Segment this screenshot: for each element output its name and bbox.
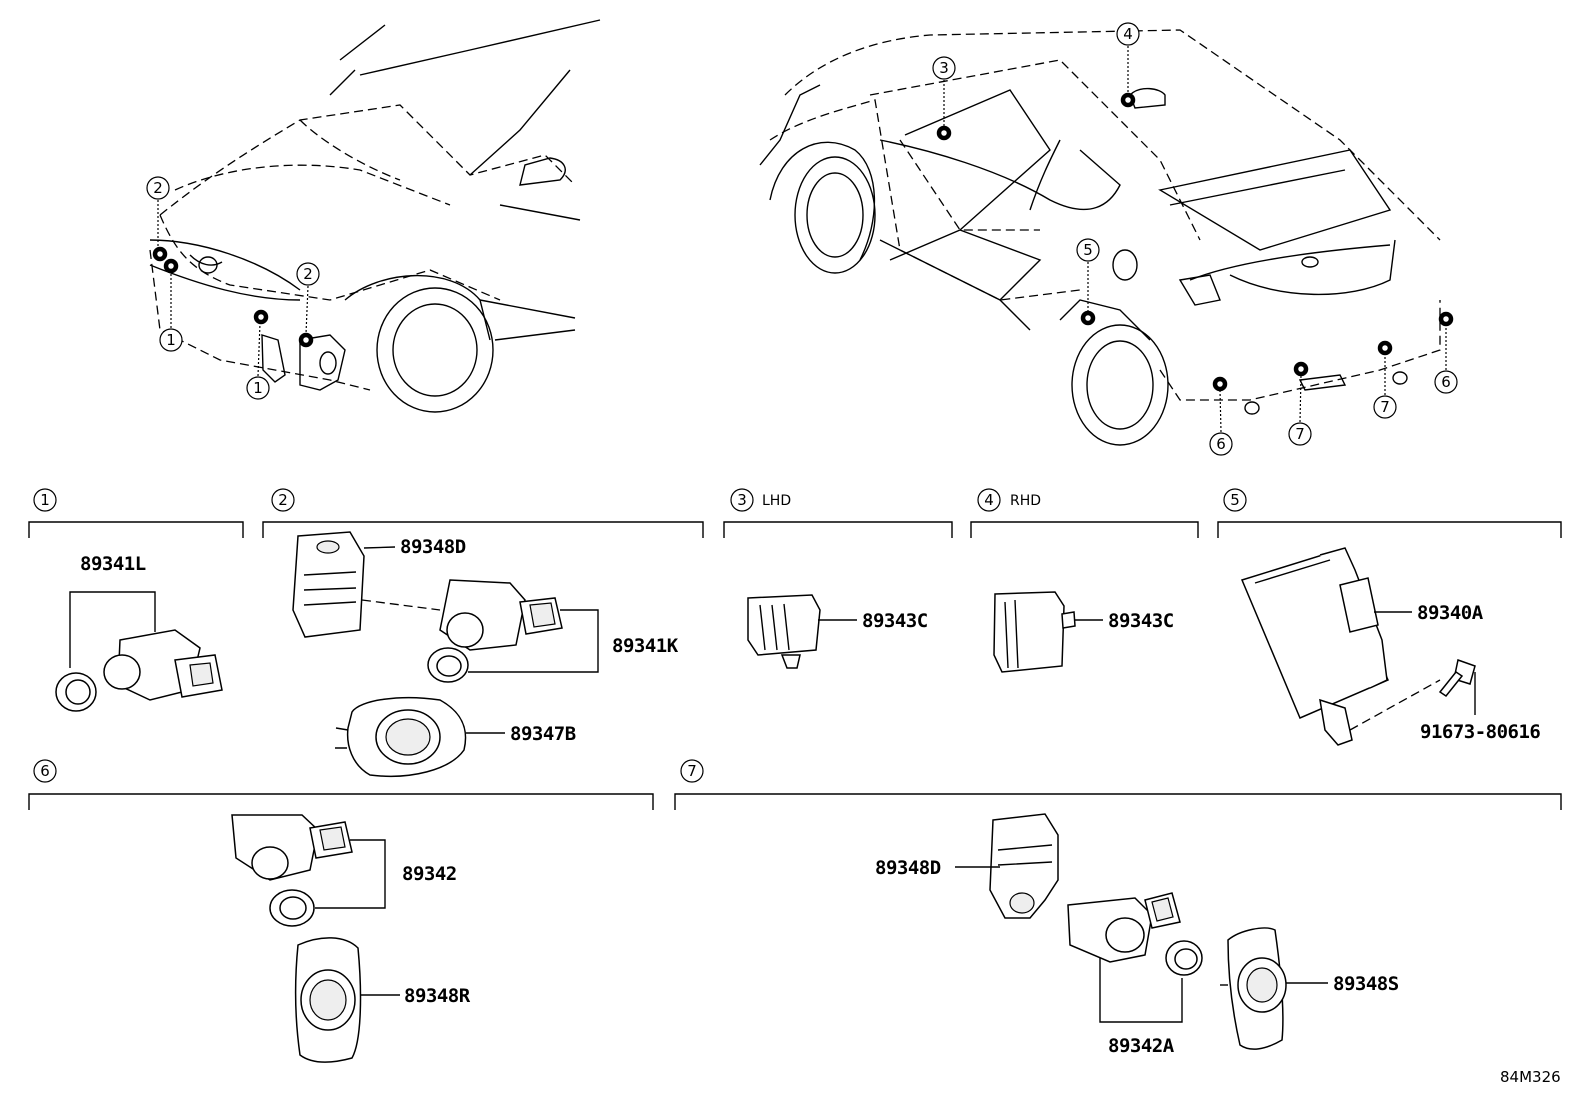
location-callout: 1 xyxy=(159,328,183,352)
part-number[interactable]: 89348R xyxy=(404,985,471,1007)
diagram-code: 84M326 xyxy=(1500,1068,1561,1086)
part-number[interactable]: 89347B xyxy=(510,723,576,745)
svg-text:6: 6 xyxy=(40,762,50,780)
bracket-part xyxy=(292,531,365,638)
group-label: LHD xyxy=(762,493,791,509)
svg-text:2: 2 xyxy=(278,491,288,509)
rear-car-illustration xyxy=(759,29,1441,446)
sensor-part xyxy=(231,814,353,881)
retainer-ring xyxy=(427,647,469,683)
control-module-part xyxy=(1240,547,1389,746)
sensor-part xyxy=(1067,892,1181,963)
location-dots xyxy=(152,92,1454,392)
part-number[interactable]: 89343C xyxy=(862,610,928,632)
part-number[interactable]: 89348S xyxy=(1333,973,1399,995)
part-number[interactable]: 89341K xyxy=(612,635,679,657)
location-callout: 2 xyxy=(296,262,320,286)
svg-text:7: 7 xyxy=(687,762,697,780)
front-car-illustration xyxy=(149,19,601,413)
part-number[interactable]: 89340A xyxy=(1417,602,1484,624)
part-number[interactable]: 89342A xyxy=(1108,1035,1175,1057)
svg-text:5: 5 xyxy=(1230,491,1240,509)
part-number[interactable]: 89343C xyxy=(1108,610,1174,632)
svg-text:3: 3 xyxy=(939,59,949,77)
svg-text:4: 4 xyxy=(1123,25,1133,43)
group-4: 4 RHD 89343C xyxy=(970,488,1199,673)
group-7: 7 89348D 89342A 89348S xyxy=(674,759,1562,1057)
group-5: 5 89340A 91673-80616 xyxy=(1217,488,1562,746)
location-callout: 7 xyxy=(1373,395,1397,419)
part-number[interactable]: 91673-80616 xyxy=(1420,721,1541,743)
svg-text:2: 2 xyxy=(153,179,163,197)
group-6: 6 89342 89348R xyxy=(28,759,654,1063)
svg-text:1: 1 xyxy=(40,491,50,509)
sensor-part xyxy=(103,629,223,701)
svg-text:6: 6 xyxy=(1441,373,1451,391)
sensor-part xyxy=(439,579,563,651)
location-callout: 6 xyxy=(1209,432,1233,456)
group-3: 3 LHD 89343C xyxy=(723,488,953,669)
bracket-part xyxy=(989,813,1059,919)
relay-part xyxy=(993,591,1076,673)
svg-text:6: 6 xyxy=(1216,435,1226,453)
svg-text:1: 1 xyxy=(253,379,263,397)
group-2: 2 89348D 89341K 89347B xyxy=(262,488,704,778)
retainer-ring xyxy=(1165,940,1203,976)
location-callout: 5 xyxy=(1076,238,1100,262)
retainer-ring xyxy=(269,889,315,927)
bezel-part xyxy=(335,696,467,778)
bolt-part xyxy=(1438,659,1476,698)
part-number[interactable]: 89341L xyxy=(80,553,146,575)
svg-text:7: 7 xyxy=(1295,425,1305,443)
location-callout: 1 xyxy=(246,376,270,400)
location-callout: 7 xyxy=(1288,422,1312,446)
relay-part xyxy=(747,594,821,669)
group-1: 1 89341L xyxy=(28,488,244,712)
part-number[interactable]: 89348D xyxy=(400,536,466,558)
bezel-part xyxy=(294,937,362,1063)
location-callout: 2 xyxy=(146,176,170,200)
part-number[interactable]: 89342 xyxy=(402,863,457,885)
svg-text:2: 2 xyxy=(303,265,313,283)
location-callout: 6 xyxy=(1434,370,1458,394)
location-callout: 4 xyxy=(1116,22,1140,46)
bezel-part xyxy=(1220,927,1287,1050)
svg-text:7: 7 xyxy=(1380,398,1390,416)
svg-text:3: 3 xyxy=(737,491,747,509)
retainer-ring xyxy=(55,672,97,712)
location-callout: 3 xyxy=(932,56,956,80)
svg-text:4: 4 xyxy=(984,491,994,509)
group-label: RHD xyxy=(1010,493,1041,509)
part-number[interactable]: 89348D xyxy=(875,857,941,879)
svg-text:5: 5 xyxy=(1083,241,1093,259)
svg-text:1: 1 xyxy=(166,331,176,349)
location-callouts: 2 1 1 2 3 4 5 6 7 7 6 xyxy=(146,22,1458,456)
